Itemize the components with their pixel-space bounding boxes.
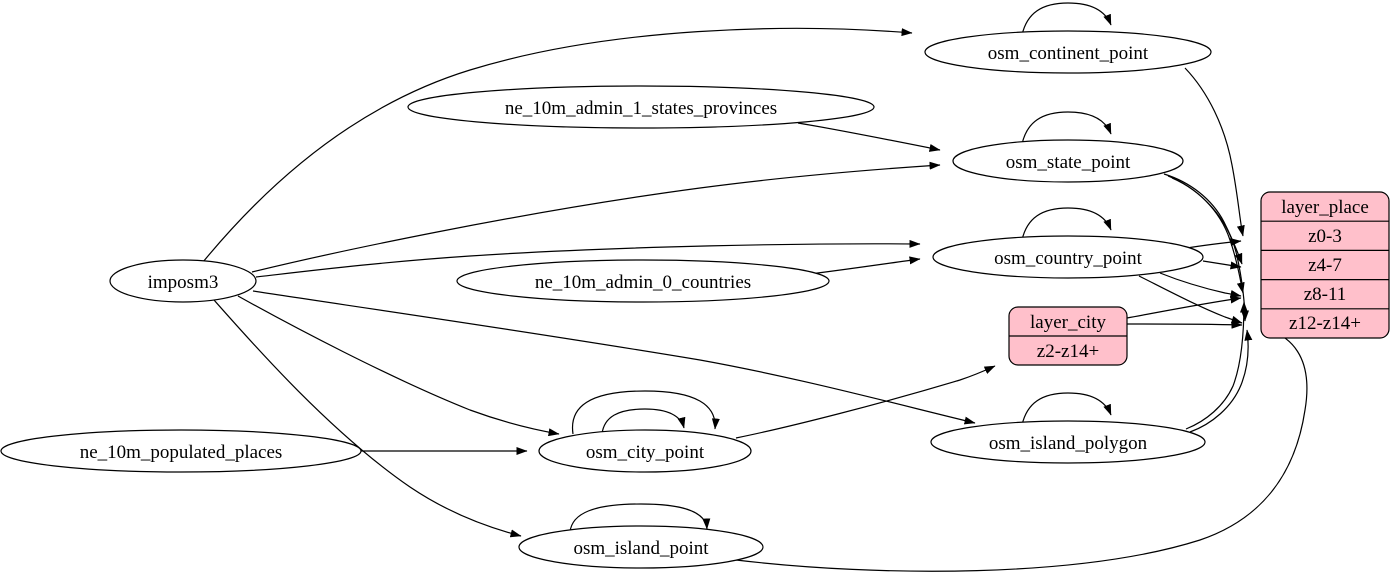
self-loop-osm_country_point [1021,207,1112,241]
edge-imposm3-to-osm_state_point [251,161,941,273]
node-label-osm_city_point: osm_city_point [586,442,705,463]
node-label-ne_10m_populated_places: ne_10m_populated_places [80,442,283,463]
edge-ne_10m_admin_0_countries-to-osm_country_point [809,256,921,275]
edge-osm_island_polygon-to-layer_place-z12-z14+ [1189,329,1253,433]
node-label-osm_island_point: osm_island_point [573,538,709,559]
edge-osm_country_point-to-layer_place-z0-3 [1186,238,1242,249]
self-loop-osm_city_point-inner [601,408,686,435]
record-row-layer_place-z4-7[interactable]: z4-7 [1308,255,1342,276]
node-osm_island_point[interactable]: osm_island_point [518,525,764,569]
record-row-layer_city-z2-z14plus[interactable]: z2-z14+ [1037,341,1099,362]
self-loop-layer [569,2,1112,533]
self-loop-osm_continent_point [1021,2,1112,36]
node-label-ne_10m_admin_0_countries: ne_10m_admin_0_countries [535,272,751,293]
node-label-osm_country_point: osm_country_point [994,248,1142,269]
edge-osm_country_point-to-layer_place-z12-z14+ [1138,275,1243,324]
edge-imposm3-to-osm_country_point [255,239,921,278]
edge-imposm3-to-osm_city_point [237,295,560,437]
edge-osm_island_point-to-layer_place-z12-z14+ [735,326,1308,572]
edge-osm_country_point-to-layer_place-z4-7 [1202,260,1242,270]
node-imposm3[interactable]: imposm3 [109,259,257,303]
node-label-osm_island_polygon: osm_island_polygon [989,433,1148,454]
node-label-imposm3: imposm3 [148,272,219,293]
record-row-layer_city-title: layer_city [1030,312,1106,333]
node-osm_city_point[interactable]: osm_city_point [538,429,752,473]
edge-imposm3-to-osm_continent_point [202,27,913,263]
node-osm_continent_point[interactable]: osm_continent_point [924,30,1212,74]
record-node-layer: layer_place z0-3 z4-7 z8-11 z12-z14+ lay… [1008,191,1390,366]
node-layer_city[interactable]: layer_city z2-z14+ [1008,306,1128,366]
edge-osm_continent_point-to-layer_place-z0-3 [1184,67,1245,237]
node-label-osm_state_point: osm_state_point [1006,152,1131,173]
node-osm_island_polygon[interactable]: osm_island_polygon [930,420,1206,464]
node-osm_state_point[interactable]: osm_state_point [952,139,1184,183]
self-loop-osm_island_point [569,503,711,533]
edge-imposm3-to-osm_island_point [213,299,522,538]
record-row-layer_place-z8-11[interactable]: z8-11 [1304,284,1347,305]
edge-layer [202,27,1308,572]
node-layer_place[interactable]: layer_place z0-3 z4-7 z8-11 z12-z14+ [1260,191,1390,339]
node-ne_10m_populated_places[interactable]: ne_10m_populated_places [0,429,362,473]
edge-osm_city_point-to-layer_city-z2-z14+ [735,365,996,439]
node-osm_country_point[interactable]: osm_country_point [932,235,1204,279]
self-loop-osm_state_point [1021,111,1112,145]
edge-layer_city-to-layer_place-z12-z14+ [1126,320,1243,329]
edge-ne_10m_admin_1_states_provinces-to-osm_state_point [797,122,941,152]
edge-imposm3-to-osm_island_polygon [252,290,976,425]
edge-osm_state_point-to-layer_place-z4-7 [1163,173,1243,265]
self-loop-osm_city_point-outer [571,390,720,435]
record-row-layer_place-z0-3[interactable]: z0-3 [1308,226,1342,247]
edge-osm_state_point-to-layer_place-z8-11 [1167,175,1245,294]
node-label-osm_continent_point: osm_continent_point [988,43,1149,64]
node-ne_10m_admin_0_countries[interactable]: ne_10m_admin_0_countries [456,259,830,303]
edge-osm_country_point-to-layer_place-z8-11 [1159,272,1242,298]
record-row-layer_place-title: layer_place [1281,197,1369,218]
node-ne_10m_admin_1_states_provinces[interactable]: ne_10m_admin_1_states_provinces [407,85,875,129]
edge-layer_city-to-layer_place-z8-11 [1126,295,1242,319]
record-row-layer_place-z12-z14plus[interactable]: z12-z14+ [1289,313,1361,334]
node-layer: imposm3 ne_10m_admin_1_states_provinces … [0,30,1212,569]
edge-osm_island_polygon-to-layer_place-z8-11 [1185,301,1248,430]
node-label-ne_10m_admin_1_states_provinces: ne_10m_admin_1_states_provinces [505,98,777,119]
self-loop-osm_island_polygon [1021,392,1112,426]
